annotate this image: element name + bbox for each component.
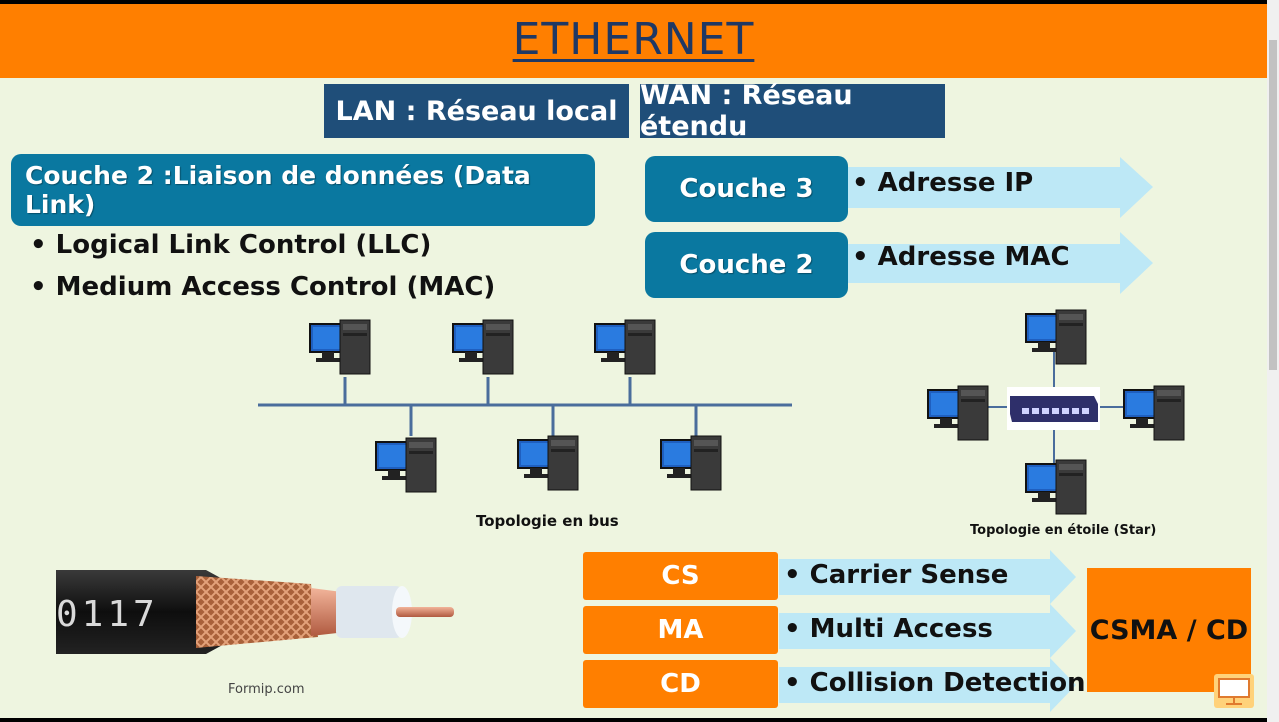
cd-meaning-text: Collision Detection [809, 668, 1086, 698]
sublayer-mac: Medium Access Control (MAC) [30, 272, 496, 314]
cable-marking: 0117 [56, 594, 159, 635]
slide-title: ETHERNET [512, 14, 755, 65]
star-caption: Topologie en étoile (Star) [970, 523, 1157, 538]
wan-label: WAN : Réseau étendu [640, 80, 853, 142]
cs-meaning: • Carrier Sense [784, 560, 1009, 590]
layer3-address-text: Adresse IP [877, 168, 1034, 198]
bus-topology-diagram [258, 309, 1185, 515]
csma-cd-label: CSMA / CD [1089, 614, 1249, 646]
title-bar: ETHERNET [0, 4, 1267, 78]
cs-box: CS [583, 552, 778, 600]
layer3-box: Couche 3 [645, 156, 848, 222]
scrollbar-thumb[interactable] [1269, 40, 1277, 370]
layer2-arrow [848, 232, 1153, 294]
lan-box: LAN : Réseau local [324, 84, 629, 138]
csma-arrows [779, 550, 1076, 712]
layer3-address: • Adresse IP [852, 168, 1034, 198]
layer2-address-text: Adresse MAC [877, 242, 1070, 272]
coaxial-cable-image: 0117 [56, 570, 454, 654]
layer3-label: Couche 3 [679, 174, 814, 204]
network-switch-icon [1007, 387, 1100, 430]
cs-label: CS [661, 561, 700, 591]
data-link-box: Couche 2 :Liaison de données (Data Link) [11, 154, 595, 226]
layer2-label: Couche 2 [679, 250, 814, 280]
csma-cd-box: CSMA / CD [1087, 568, 1251, 692]
slide: ETHERNET LAN : Réseau local WAN : Réseau… [0, 4, 1267, 718]
cable-credit: Formip.com [228, 682, 305, 697]
data-link-heading: Couche 2 :Liaison de données (Data Link) [25, 161, 531, 219]
cd-label: CD [660, 669, 701, 699]
ma-meaning: • Multi Access [784, 614, 993, 644]
layer2-box: Couche 2 [645, 232, 848, 298]
cs-meaning-text: Carrier Sense [809, 560, 1009, 590]
sublayer-list: Logical Link Control (LLC) Medium Access… [30, 230, 496, 314]
bus-caption: Topologie en bus [476, 512, 619, 530]
ma-label: MA [657, 615, 704, 645]
cd-box: CD [583, 660, 778, 708]
cd-meaning: • Collision Detection [784, 668, 1086, 698]
layer2-address: • Adresse MAC [852, 242, 1070, 272]
ma-box: MA [583, 606, 778, 654]
layer-arrows [848, 157, 1153, 294]
presentation-logo-icon [1214, 674, 1254, 708]
sublayer-llc: Logical Link Control (LLC) [30, 230, 495, 272]
wan-box: WAN : Réseau étendu [640, 80, 945, 142]
lan-label: LAN : Réseau local [335, 95, 618, 127]
ma-meaning-text: Multi Access [809, 614, 993, 644]
vertical-scrollbar[interactable] [1267, 0, 1279, 722]
layer3-arrow [848, 157, 1153, 218]
